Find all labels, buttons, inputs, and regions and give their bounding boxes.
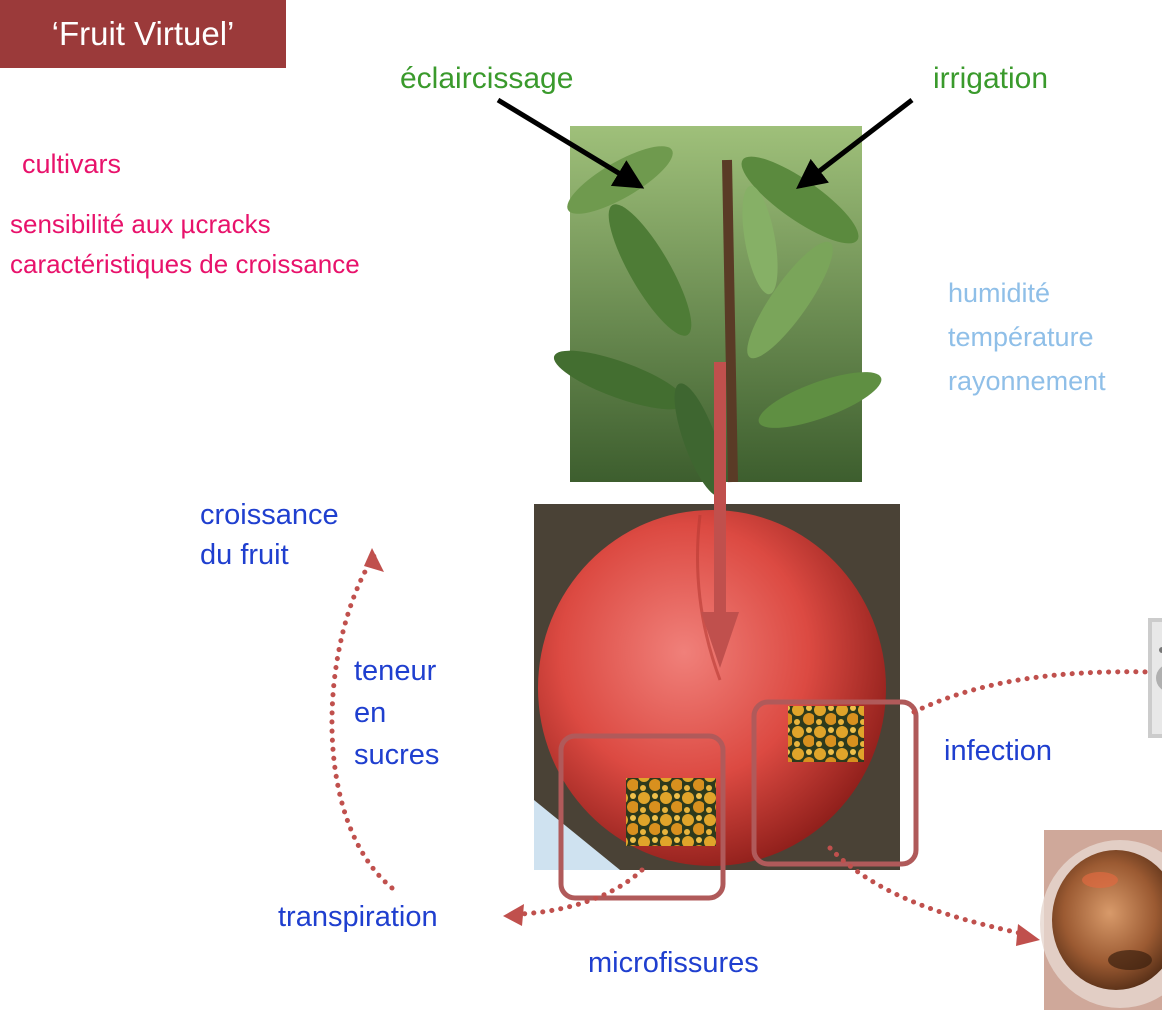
microcrack-closeup-right xyxy=(788,706,864,762)
dotted-arrow-sugar xyxy=(332,556,392,888)
petri-dish-photo xyxy=(1150,620,1162,736)
arrowhead-transpiration xyxy=(503,904,524,926)
microcrack-closeup-left xyxy=(626,778,716,846)
rotten-fruit-photo xyxy=(1040,830,1162,1010)
dotted-arrow-transpiration xyxy=(520,870,642,914)
arrowhead-sugar xyxy=(364,548,384,572)
arrowhead-rot xyxy=(1016,924,1040,946)
dotted-arrow-petri xyxy=(914,672,1150,712)
